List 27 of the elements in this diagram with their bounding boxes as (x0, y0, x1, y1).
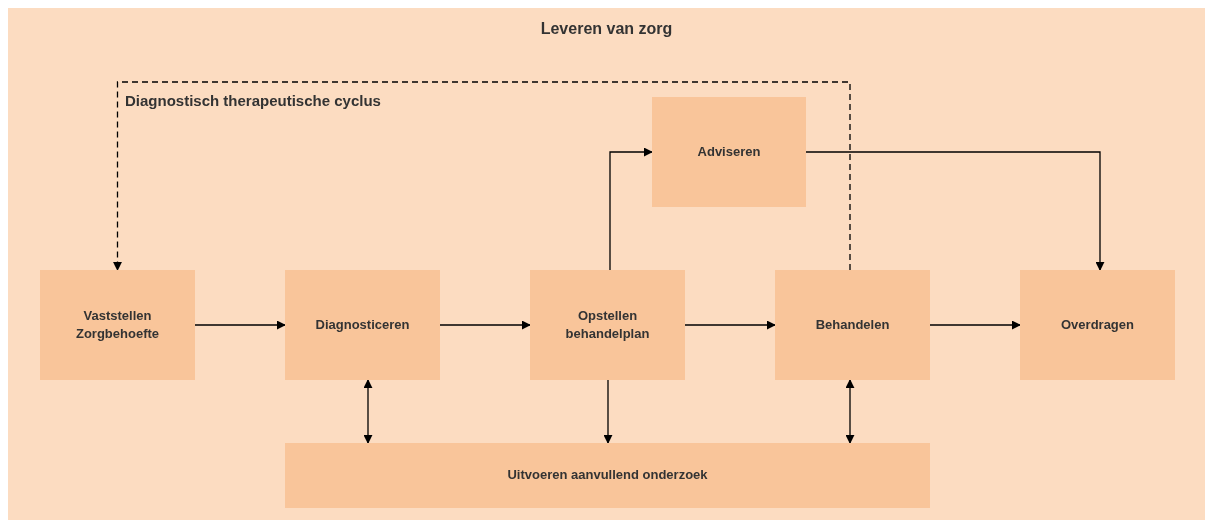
arrow (609, 147, 653, 271)
arrow (194, 320, 286, 330)
arrow (363, 379, 373, 444)
arrow (805, 151, 1105, 271)
arrow (929, 320, 1021, 330)
box-label: Vaststellen Zorgbehoefte (74, 306, 161, 343)
edge-label: Diagnostisch therapeutische cyclus (125, 92, 381, 109)
process-box (1020, 270, 1175, 380)
box-label: Adviseren (697, 142, 761, 161)
box-label: Overdragen (1061, 315, 1134, 334)
process-box (285, 443, 930, 508)
process-box (775, 270, 930, 380)
background-panel (8, 8, 1205, 520)
box-label: Diagnosticeren (315, 315, 410, 334)
process-box (40, 270, 195, 380)
dashed-arrow (113, 81, 851, 271)
arrow (439, 320, 531, 330)
arrow (603, 379, 613, 444)
box-label: Uitvoeren aanvullend onderzoek (507, 466, 708, 485)
box-label: Opstellen behandelplan (564, 306, 651, 343)
process-box (652, 97, 806, 207)
process-box (530, 270, 685, 380)
panel-title: Leveren van zorg (539, 20, 674, 38)
arrow (684, 320, 776, 330)
box-label: Behandelen (815, 315, 890, 334)
arrow (845, 379, 855, 444)
process-box (285, 270, 440, 380)
